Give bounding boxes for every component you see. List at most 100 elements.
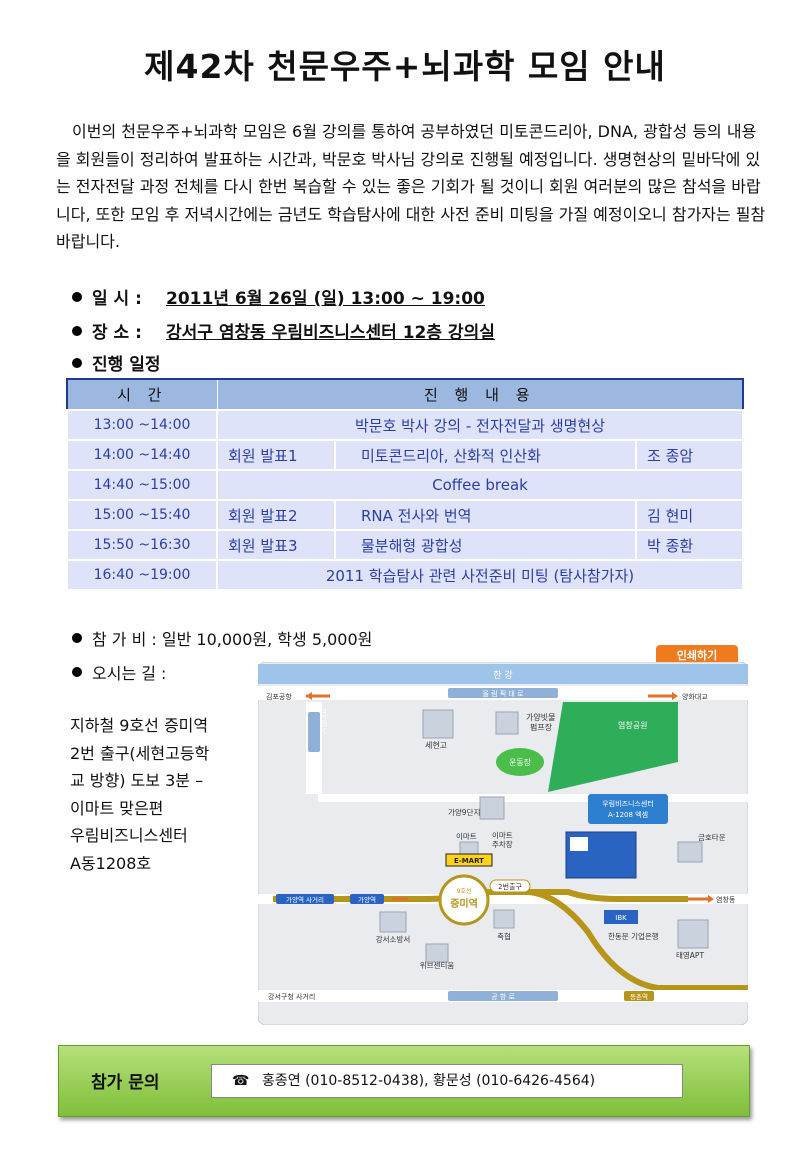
place-line: 장 소 : 강서구 염창동 우림비즈니스센터 12층 강의실 xyxy=(72,318,495,343)
field-label: 운동장 xyxy=(509,757,532,767)
ibk-sign-icon xyxy=(604,910,638,924)
emart-label: 이마트 xyxy=(456,831,477,841)
row-role: 회원 발표2 xyxy=(216,499,336,531)
directions-line: 이마트 맞은편 xyxy=(70,798,164,818)
gayang-junction-sign xyxy=(276,894,334,904)
olympic-road-label: 올 림 픽 대 로 xyxy=(482,689,524,698)
deungchon-sign xyxy=(624,991,654,1001)
row-time: 13:00 ~14:00 xyxy=(66,409,218,441)
header-time: 시 간 xyxy=(66,378,218,411)
gayang-junction-label: 가양역 사거리 xyxy=(286,895,324,904)
nonghyup-label: 축협 xyxy=(497,931,511,941)
table-row: 15:50 ~16:30 회원 발표3 물분해형 광합성 박 종환 xyxy=(66,529,744,561)
park-label: 염창공원 xyxy=(618,721,647,730)
row-content: Coffee break xyxy=(216,469,744,501)
row-topic: 물분해형 광합성 xyxy=(334,529,637,561)
geumho-building-icon xyxy=(677,841,703,863)
row-time: 14:00 ~14:40 xyxy=(66,439,218,471)
row-topic: 미토콘드리아, 산화적 인산화 xyxy=(334,439,637,471)
emart-building-icon xyxy=(459,841,479,855)
page-title: 제42차 천문우주+뇌과학 모임 안내 xyxy=(144,47,666,86)
main-road xyxy=(258,894,748,904)
park-area xyxy=(548,702,678,792)
directions-heading: 오시는 길 : xyxy=(92,664,167,683)
row-presenter: 박 종환 xyxy=(635,529,744,561)
header-content: 진 행 내 용 xyxy=(216,378,744,411)
gayang9-label: 가양9단지 xyxy=(448,807,480,817)
bullet-icon xyxy=(72,667,82,677)
directions-line: 2번 출구(세현고등학 xyxy=(70,743,210,763)
station-icon xyxy=(438,874,490,926)
yanghwa-arrowhead-icon xyxy=(672,692,678,700)
directions-line: 우림비즈니스센터 xyxy=(70,826,188,845)
row-time: 16:40 ~19:00 xyxy=(66,559,218,591)
field-area xyxy=(496,748,544,776)
schedule-table: 시 간 진 행 내 용 13:00 ~14:00 박문호 박사 강의 - 전자전… xyxy=(66,378,744,591)
bank-label: 한동문 기업은행 xyxy=(608,931,659,941)
woorim-window-icon xyxy=(570,837,588,851)
place-value: 강서구 염창동 우림비즈니스센터 12층 강의실 xyxy=(166,323,495,343)
gayang-station-label: 가양역 xyxy=(358,895,376,904)
table-row: 16:40 ~19:00 2011 학습탐사 관련 사전준비 미팅 (탐사참가자… xyxy=(66,559,744,591)
sehyun-label: 세현고 xyxy=(425,741,447,750)
river xyxy=(258,664,748,684)
bullet-icon xyxy=(72,358,82,368)
pump-building-icon xyxy=(495,711,519,735)
gangseo-junction-label: 강서구청 사거리 xyxy=(268,992,315,1001)
gimpo-label: 김포공항 xyxy=(266,692,292,701)
fee-text: 참 가 비 : 일반 10,000원, 학생 5,000원 xyxy=(92,630,373,649)
table-row: 14:00 ~14:40 회원 발표1 미토콘드리아, 산화적 인산화 조 종암 xyxy=(66,439,744,471)
directions-text: 지하철 9호선 증미역 2번 출구(세현고등학 교 방향) 도보 3분 – 이마… xyxy=(70,712,245,877)
ibk-label: IBK xyxy=(615,914,627,922)
wib-label: 위브센티움 xyxy=(420,960,455,970)
fee-line: 참 가 비 : 일반 10,000원, 학생 5,000원 xyxy=(72,626,372,650)
river-label: 한 강 xyxy=(493,670,512,681)
taeyoung-label: 태영APT xyxy=(676,950,704,960)
middle-road xyxy=(318,794,748,802)
taeyoung-building-icon xyxy=(677,919,709,949)
exit-sign xyxy=(489,879,531,893)
row-time: 15:50 ~16:30 xyxy=(66,529,218,561)
contact-text: 홍종연 (010-8512-0438), 황문성 (010-6426-4564) xyxy=(262,1073,596,1089)
date-label: 일 시 : xyxy=(92,289,142,309)
intro-paragraph: 이번의 천문우주+뇌과학 모임은 6월 강의를 통하여 공부하였던 미토콘드리아… xyxy=(56,122,766,251)
deungchon-label: 등촌역 xyxy=(630,992,648,1001)
fire-station-icon xyxy=(379,911,407,933)
station-label: 증미역 xyxy=(450,897,478,910)
directions-line: 교 방향) 도보 3분 – xyxy=(70,771,204,790)
airport-road-label: 공 항 로 xyxy=(491,992,515,1001)
exit-label: 2번출구 xyxy=(498,882,522,891)
contact-label: 참가 문의 xyxy=(91,1073,160,1093)
sehyun-building-icon xyxy=(422,709,454,739)
woorim-sign xyxy=(588,794,668,824)
contact-box: ☎ 홍종연 (010-8512-0438), 황문성 (010-6426-456… xyxy=(211,1064,683,1098)
bullet-icon xyxy=(72,292,82,302)
row-time: 14:40 ~15:00 xyxy=(66,469,218,501)
table-row: 13:00 ~14:00 박문호 박사 강의 - 전자전달과 생명현상 xyxy=(66,409,744,441)
gimpo-arrowhead-icon xyxy=(306,692,312,700)
table-header-row: 시 간 진 행 내 용 xyxy=(66,378,744,411)
row-presenter: 조 종암 xyxy=(635,439,744,471)
directions-line: 지하철 9호선 증미역 xyxy=(70,716,209,735)
nonghyup-building-icon xyxy=(493,909,515,929)
place-label: 장 소 : xyxy=(92,323,142,343)
emart-logo-text: E-MART xyxy=(454,857,484,865)
schedule-heading: 진행 일정 xyxy=(92,355,161,375)
row-role: 회원 발표1 xyxy=(216,439,336,471)
location-map: 한 강 올 림 픽 대 로 김포공항 양화대교 가양대교 염창공원 운동장 세현… xyxy=(258,662,748,1025)
table-row: 14:40 ~15:00 Coffee break xyxy=(66,469,744,501)
gayang9-building-icon xyxy=(479,796,505,820)
geumho-label: 금호타운 xyxy=(698,833,726,842)
row-content: 박문호 박사 강의 - 전자전달과 생명현상 xyxy=(216,409,744,441)
wib-building-icon xyxy=(425,943,449,963)
directions-heading-line: 오시는 길 : xyxy=(72,660,166,684)
row-content: 2011 학습탐사 관련 사전준비 미팅 (탐사참가자) xyxy=(216,559,744,591)
yeomchang-label: 염창동 xyxy=(716,896,736,904)
olympic-road-sign xyxy=(448,688,558,698)
contact-banner: 참가 문의 ☎ 홍종연 (010-8512-0438), 황문성 (010-64… xyxy=(58,1045,750,1117)
date-value: 2011년 6월 26일 (일) 13:00 ~ 19:00 xyxy=(166,289,485,309)
emart-logo-icon xyxy=(445,853,493,867)
